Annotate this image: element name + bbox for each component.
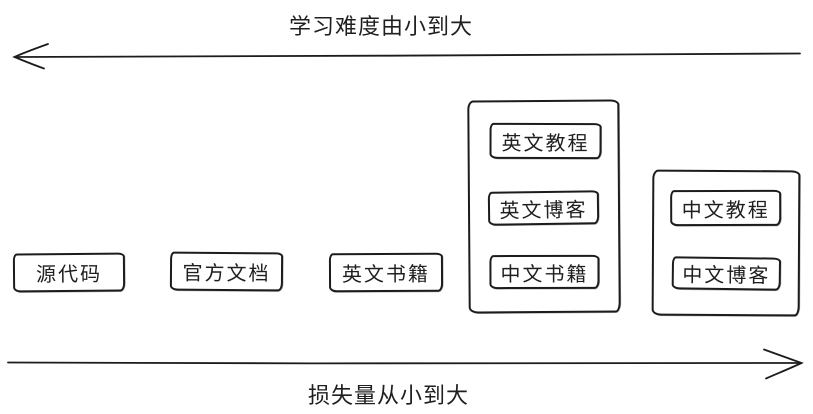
box-english-books: 英文书籍 (328, 252, 444, 293)
box-official-docs-label: 官方文档 (182, 262, 271, 286)
box-chinese-tutorial: 中文教程 (670, 189, 782, 227)
box-chinese-tutorial-label: 中文教程 (681, 199, 770, 222)
box-english-blog: 英文博客 (487, 190, 600, 226)
box-source-code-label: 源代码 (35, 263, 103, 287)
box-chinese-books-label: 中文书籍 (500, 263, 589, 286)
bottom-axis-label: 损失量从小到大 (308, 383, 470, 408)
loss-arrow-right (7, 348, 804, 380)
box-english-tutorial-label: 英文教程 (501, 132, 590, 155)
box-official-docs: 官方文档 (169, 251, 284, 292)
difficulty-arrow-left (12, 43, 801, 70)
box-chinese-books: 中文书籍 (489, 254, 600, 290)
group-box-right: 中文教程 中文博客 (651, 169, 801, 317)
box-english-tutorial: 英文教程 (489, 122, 602, 160)
box-english-blog-label: 英文博客 (499, 198, 588, 223)
group-box-middle: 英文教程 英文博客 中文书籍 (467, 99, 621, 314)
box-source-code: 源代码 (12, 252, 126, 293)
top-axis-label: 学习难度由小到大 (289, 14, 474, 39)
box-chinese-blog-label: 中文博客 (682, 264, 771, 288)
box-english-books-label: 英文书籍 (341, 263, 431, 287)
box-chinese-blog: 中文博客 (671, 256, 782, 291)
